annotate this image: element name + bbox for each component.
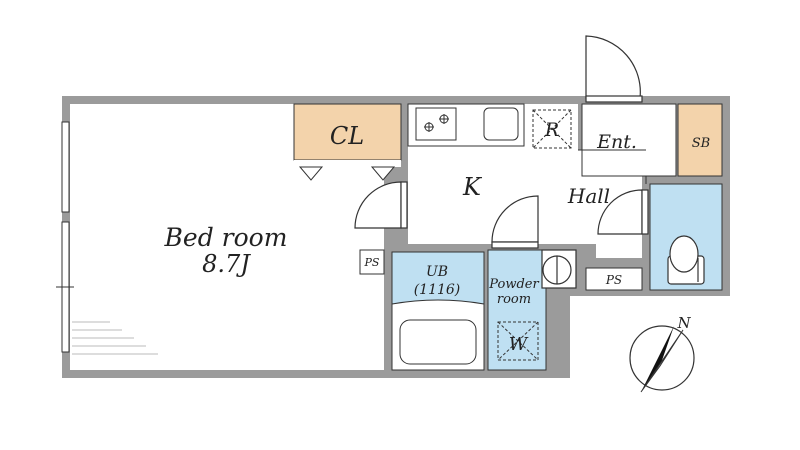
door-swing-icon [597, 189, 643, 235]
closet-door-icons [298, 166, 396, 181]
bedroom-label: Bed room [164, 223, 288, 252]
toilet-icon [667, 235, 705, 285]
door-swing-icon [585, 35, 641, 99]
pipe-space-1-label: PS [364, 256, 380, 269]
pipe-space-2 [585, 267, 643, 291]
closet-label: CL [330, 122, 364, 150]
powder-room-label-2: room [497, 292, 531, 307]
bedroom-size-label: 8.7J [202, 250, 251, 278]
pipe-space-1 [359, 249, 385, 275]
unit-bath-size-label: (1116) [414, 282, 461, 298]
closet-area [293, 103, 402, 161]
closet-doors-area [294, 160, 401, 167]
shoe-box [677, 103, 723, 177]
door-frame [400, 181, 408, 229]
washer-label: W [509, 334, 529, 355]
pipe-space-2-label: PS [605, 273, 622, 287]
door-frame [585, 95, 643, 103]
unit-bath-label: UB [426, 264, 448, 280]
bath-panel [391, 251, 485, 305]
entrance-label: Ent. [596, 131, 637, 153]
door-swing-icon [354, 181, 402, 229]
kitchen-label: K [462, 173, 483, 201]
door-frame [641, 189, 649, 235]
hall-step [578, 149, 647, 184]
hall-label: Hall [567, 184, 610, 208]
powder-room-label: Powder [488, 277, 539, 292]
refrigerator-label: R [544, 119, 559, 141]
compass-north-icon [629, 325, 695, 393]
balcony-lines [72, 321, 158, 355]
basin-icon [541, 249, 577, 289]
refrigerator-icon [532, 109, 572, 149]
door-swing-icon [491, 195, 539, 243]
sink-icon [483, 107, 519, 141]
window-icon [56, 121, 74, 353]
stove-icon [415, 107, 457, 141]
door-frame [491, 241, 539, 249]
shoe-box-label: SB [692, 136, 710, 151]
bathtub-icon [399, 319, 477, 365]
entrance-floor [581, 103, 677, 177]
compass-label: N [676, 314, 691, 332]
washer-icon [497, 321, 539, 361]
